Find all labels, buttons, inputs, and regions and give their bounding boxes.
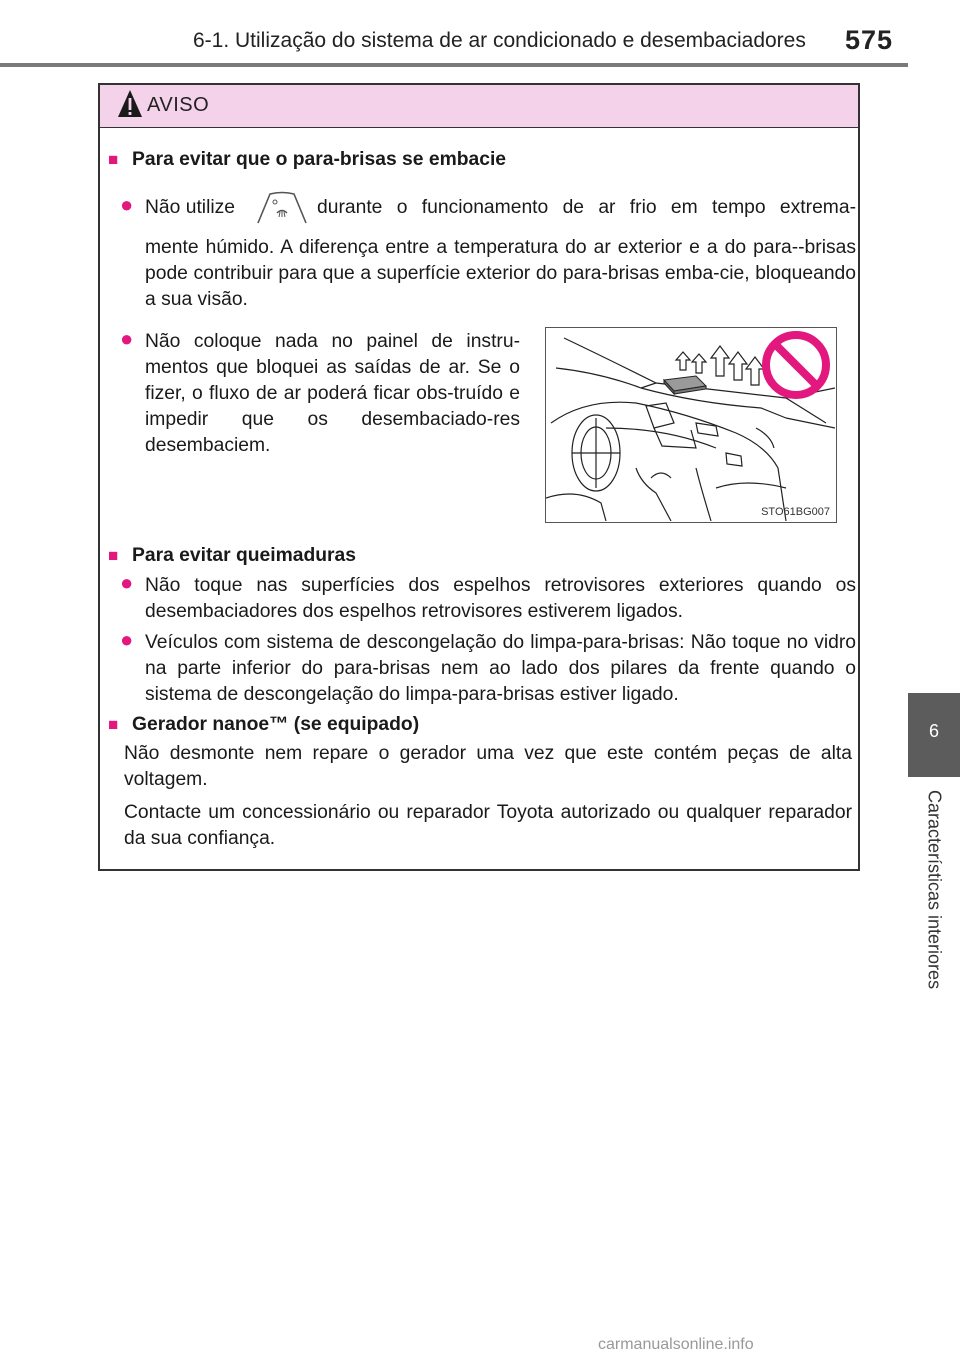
- section-title: 6-1. Utilização do sistema de ar condici…: [193, 29, 806, 52]
- section2-bullet1: Não toque nas superfícies dos espelhos r…: [145, 575, 856, 622]
- dashboard-drawing: [545, 331, 836, 522]
- dashboard-illustration: STO61BG007: [545, 327, 837, 523]
- section3-heading: Gerador nanoe™ (se equipado): [132, 714, 420, 735]
- square-bullet-icon: ■: [108, 546, 119, 565]
- section2-heading: Para evitar queimaduras: [132, 545, 356, 566]
- section1-bullet1-start: Não utilize: [145, 197, 236, 218]
- bullet-dot-icon: ●: [120, 570, 134, 595]
- bullet-dot-icon: ●: [120, 627, 134, 652]
- section1-bullet1-middle: durante o funcionamento de ar frio em te…: [317, 197, 856, 218]
- chapter-tab[interactable]: 6: [908, 693, 960, 777]
- prohibition-icon: [762, 331, 830, 399]
- illustration-code: STO61BG007: [761, 506, 830, 518]
- header-rule: [0, 63, 908, 67]
- front-defogger-button-icon: [257, 191, 307, 224]
- section1-heading: Para evitar que o para-brisas se embacie: [132, 149, 507, 170]
- section3-heading-row: ■ Gerador nanoe™ (se equipado): [108, 712, 848, 738]
- section3-para2: Contacte um concessionário ou reparador …: [124, 802, 852, 849]
- chapter-number: 6: [928, 721, 939, 741]
- section1-bullet2: Não coloque nada no painel de instru-men…: [145, 331, 520, 456]
- square-bullet-icon: ■: [108, 715, 119, 734]
- page-number: 575: [845, 25, 894, 55]
- warning-header: AVISO: [100, 85, 858, 128]
- warning-triangle-icon: [118, 90, 142, 117]
- chapter-label: Características interiores: [924, 790, 945, 990]
- section2-bullet2: Veículos com sistema de descongelação do…: [145, 632, 856, 705]
- section2-heading-row: ■ Para evitar queimaduras: [108, 543, 848, 569]
- section3-para1: Não desmonte nem repare o gerador uma ve…: [124, 743, 852, 790]
- bullet-dot-icon: ●: [120, 192, 134, 217]
- watermark: carmanualsonline.info: [598, 1336, 754, 1353]
- warning-title: AVISO: [147, 94, 210, 116]
- square-bullet-icon: ■: [108, 150, 119, 169]
- bullet-dot-icon: ●: [120, 326, 134, 351]
- section1-heading-row: ■ Para evitar que o para-brisas se embac…: [108, 147, 848, 173]
- warning-box: AVISO ■ Para evitar que o para-brisas se…: [98, 83, 860, 871]
- section1-bullet1-rest: mente húmido. A diferença entre a temper…: [145, 237, 856, 310]
